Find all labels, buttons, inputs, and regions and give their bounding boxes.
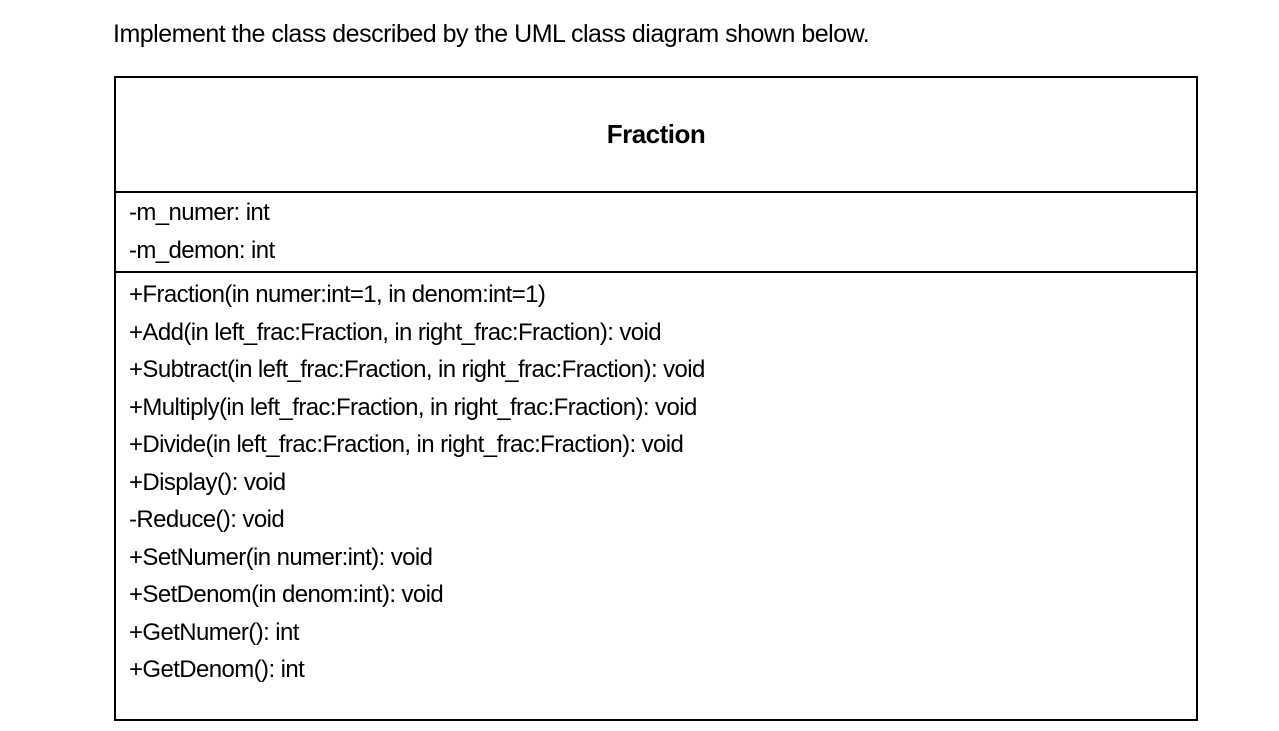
uml-attributes-compartment: -m_numer: int -m_demon: int xyxy=(116,193,1196,273)
uml-attribute: -m_demon: int xyxy=(129,236,275,264)
uml-title-compartment: Fraction xyxy=(116,78,1196,193)
uml-method: +Fraction(in numer:int=1, in denom:int=1… xyxy=(129,281,546,308)
uml-method: +GetDenom(): int xyxy=(129,656,305,683)
uml-method: +Display(): void xyxy=(129,468,286,496)
uml-method: +GetNumer(): int xyxy=(129,618,299,646)
uml-method: +SetNumer(in numer:int): void xyxy=(129,543,433,571)
uml-methods-compartment: +Fraction(in numer:int=1, in denom:int=1… xyxy=(116,273,1196,719)
uml-method: +Subtract(in left_frac:Fraction, in righ… xyxy=(129,356,705,383)
uml-method: +SetDenom(in denom:int): void xyxy=(129,581,444,608)
uml-attribute: -m_numer: int xyxy=(129,199,270,226)
uml-method: +Add(in left_frac:Fraction, in right_fra… xyxy=(129,318,662,346)
uml-method: -Reduce(): void xyxy=(129,506,285,533)
uml-class-diagram: Fraction -m_numer: int -m_demon: int +Fra… xyxy=(114,76,1198,721)
uml-class-name: Fraction xyxy=(606,119,706,149)
instruction-text: Implement the class described by the UML… xyxy=(113,20,870,48)
uml-method: +Divide(in left_frac:Fraction, in right_… xyxy=(129,431,684,458)
uml-method: +Multiply(in left_frac:Fraction, in righ… xyxy=(129,393,697,421)
